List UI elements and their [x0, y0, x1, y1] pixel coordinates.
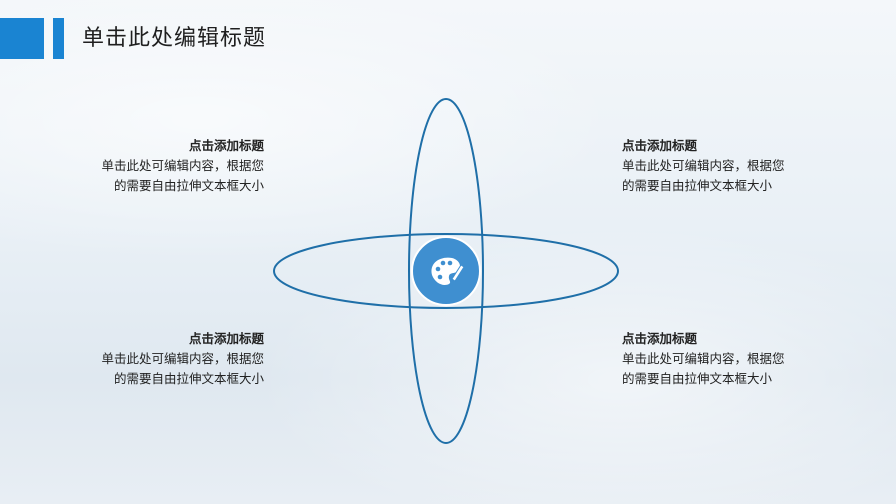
slide-title[interactable]: 单击此处编辑标题 — [82, 26, 267, 51]
block-title: 点击添加标题 — [622, 331, 698, 346]
title-accent-bar — [53, 18, 64, 59]
block-title: 点击添加标题 — [188, 331, 264, 346]
horizontal-ellipse — [273, 233, 619, 309]
title-accent-block — [0, 18, 44, 59]
text-block-top-left[interactable]: 点击添加标题 单击此处可编辑内容，根据您 的需要自由拉伸文本框大小 — [74, 136, 264, 196]
palette-icon — [431, 257, 465, 285]
text-block-bottom-left[interactable]: 点击添加标题 单击此处可编辑内容，根据您 的需要自由拉伸文本框大小 — [74, 329, 264, 389]
block-title: 点击添加标题 — [622, 138, 698, 153]
vertical-ellipse — [408, 98, 484, 444]
block-body: 单击此处可编辑内容，根据您 的需要自由拉伸文本框大小 — [101, 351, 264, 386]
block-body: 单击此处可编辑内容，根据您 的需要自由拉伸文本框大小 — [622, 158, 785, 193]
block-title: 点击添加标题 — [188, 138, 264, 153]
block-body: 单击此处可编辑内容，根据您 的需要自由拉伸文本框大小 — [622, 351, 785, 386]
block-body: 单击此处可编辑内容，根据您 的需要自由拉伸文本框大小 — [101, 158, 264, 193]
text-block-bottom-right[interactable]: 点击添加标题 单击此处可编辑内容，根据您 的需要自由拉伸文本框大小 — [622, 329, 812, 389]
text-block-top-right[interactable]: 点击添加标题 单击此处可编辑内容，根据您 的需要自由拉伸文本框大小 — [622, 136, 812, 196]
